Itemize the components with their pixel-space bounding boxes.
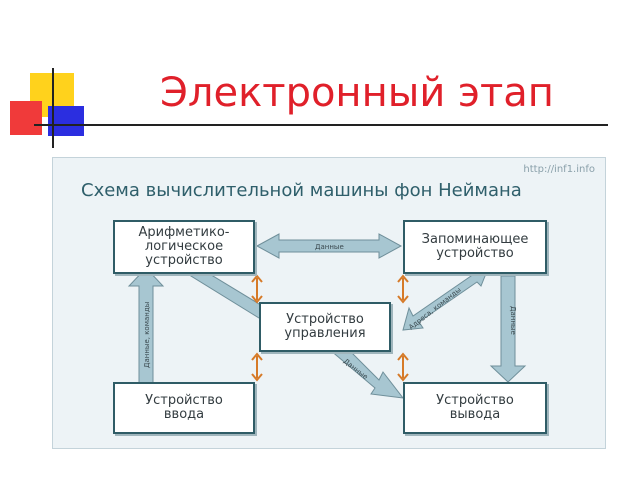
arrow-memory-output (489, 275, 527, 383)
label-alu-memory: Данные (315, 243, 344, 251)
deco-vertical-line (52, 68, 54, 148)
figure-source-url: http://inf1.info (523, 164, 595, 175)
control-link-alu (251, 274, 263, 304)
box-control: Устройство управления (259, 302, 391, 352)
box-memory: Запоминающее устройство (403, 220, 547, 274)
deco-red-square (10, 101, 42, 135)
arrow-alu-memory (255, 233, 403, 259)
deco-horizontal-line (34, 124, 608, 126)
box-input: Устройство ввода (113, 382, 255, 434)
von-neumann-figure: http://inf1.info Схема вычислительной ма… (52, 157, 606, 449)
deco-blue-square (48, 106, 84, 136)
label-memory-control: Адреса, команды (407, 286, 462, 332)
label-memory-output: Данные (509, 306, 517, 335)
control-link-output (397, 352, 409, 382)
slide-title: Электронный этап (160, 70, 554, 116)
box-alu: Арифметико- логическое устройство (113, 220, 255, 274)
control-link-memory (397, 274, 409, 304)
figure-title: Схема вычислительной машины фон Неймана (81, 180, 522, 201)
label-input-alu: Данные, команды (143, 302, 151, 368)
box-output: Устройство вывода (403, 382, 547, 434)
arrow-input-alu (127, 267, 165, 384)
control-link-input (251, 352, 263, 382)
